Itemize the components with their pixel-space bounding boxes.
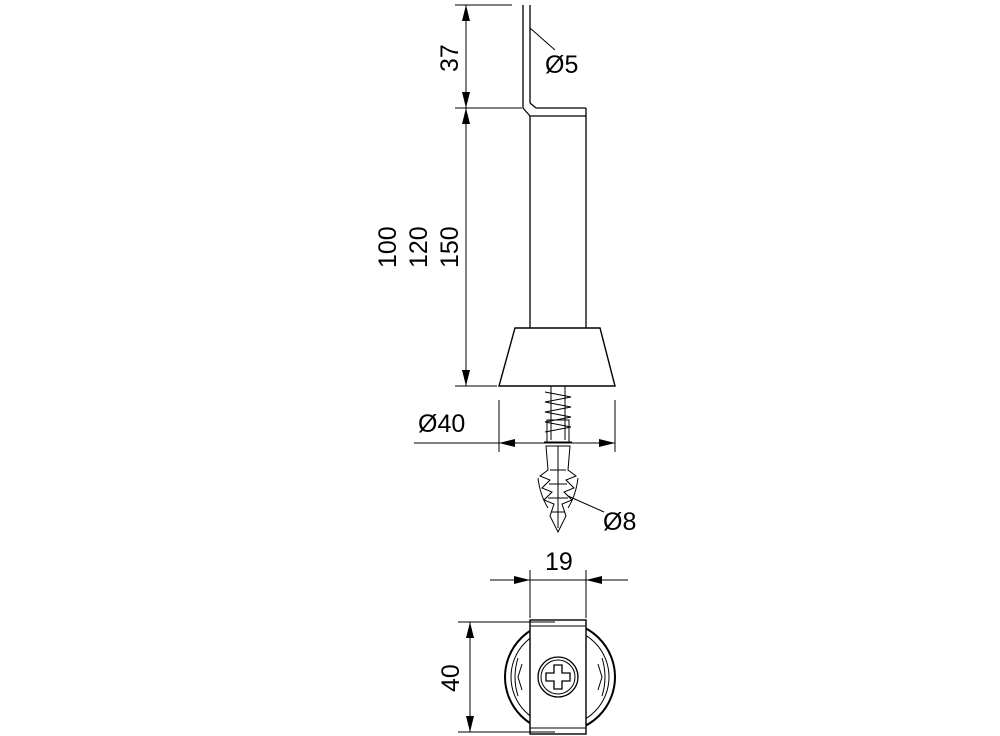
label-length-150: 150 <box>436 226 464 268</box>
label-length-100: 100 <box>374 226 402 268</box>
dimension-clamp-width <box>490 570 628 618</box>
leader-plug-diameter <box>567 495 605 513</box>
label-clamp-width: 19 <box>545 548 573 576</box>
screw-head-icon <box>537 656 579 698</box>
screw <box>544 386 572 440</box>
leader-rod-diameter <box>529 27 556 51</box>
label-length-120: 120 <box>405 226 433 268</box>
tube <box>529 116 587 328</box>
label-base-diameter: Ø40 <box>418 410 465 438</box>
label-top-height: 37 <box>436 44 464 72</box>
top-view <box>504 619 616 735</box>
label-base-height: 40 <box>437 664 465 692</box>
wall-plug <box>537 419 579 534</box>
label-plug-diameter: Ø8 <box>603 508 636 536</box>
dimension-base-diameter <box>414 400 616 452</box>
bent-pin <box>522 5 587 117</box>
label-rod-diameter: Ø5 <box>545 51 578 79</box>
rubber-buffer <box>498 327 616 387</box>
dimension-base-height <box>458 621 555 733</box>
dimension-length <box>455 108 497 387</box>
dimension-top-height <box>455 4 522 109</box>
